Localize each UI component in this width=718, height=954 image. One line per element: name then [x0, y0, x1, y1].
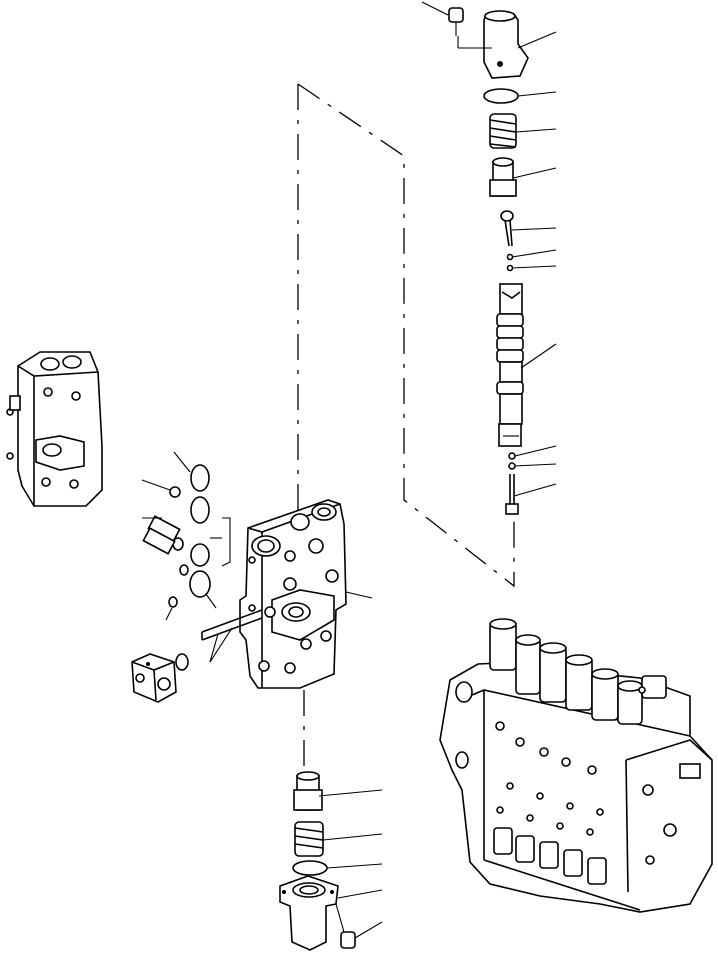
rod-lower	[505, 474, 519, 515]
valve-section-block	[239, 499, 373, 689]
bottom-piston	[293, 771, 323, 811]
bottom-cap-housing	[279, 875, 339, 951]
ball-upper-2	[506, 264, 514, 272]
o-ring-top	[483, 88, 519, 104]
poppet-pin	[500, 210, 514, 247]
ball-lower-2	[508, 462, 516, 470]
bottom-spring	[294, 821, 324, 857]
piston-top	[489, 157, 517, 197]
main-spool	[496, 283, 524, 447]
ball-lower-1	[508, 452, 516, 460]
o-ring-seal-group	[141, 451, 231, 621]
cap-housing-top	[457, 10, 529, 79]
ball-upper-1	[506, 253, 514, 261]
top-bolt	[421, 1, 464, 36]
pilot-tube	[201, 609, 263, 663]
spring-top	[489, 113, 517, 149]
assembly-centerlines	[297, 83, 515, 770]
callout-leaders-bottom	[318, 789, 383, 939]
bottom-o-ring	[292, 860, 328, 876]
bottom-bolt	[335, 903, 356, 949]
callout-leaders-right	[511, 31, 557, 497]
small-valve-assembly-thumbnail	[6, 351, 103, 507]
full-control-valve-assembly	[439, 618, 713, 913]
check-valve-cap	[131, 653, 189, 703]
